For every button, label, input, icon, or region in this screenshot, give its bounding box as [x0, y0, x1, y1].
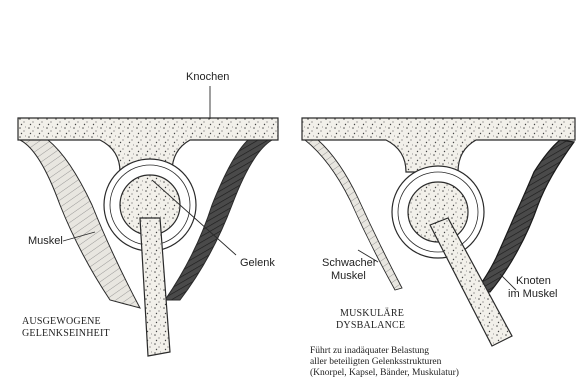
- label-joint: Gelenk: [240, 258, 275, 270]
- note-line-2: aller beteiligten Gelenksstrukturen: [310, 357, 441, 367]
- right-knotted-muscle: [476, 140, 574, 292]
- label-knot-2: im Muskel: [508, 289, 558, 301]
- caption-left-2: GELENKSEINHEIT: [22, 329, 110, 340]
- label-weak-muscle-1: Schwacher: [322, 258, 376, 270]
- label-weak-muscle-2: Muskel: [331, 271, 366, 283]
- label-knot-1: Knoten: [516, 276, 551, 288]
- note-line-1: Führt zu inadäquater Belastung: [310, 346, 429, 356]
- label-muscle: Muskel: [28, 236, 63, 248]
- label-bone: Knochen: [186, 72, 229, 84]
- caption-left-1: AUSGEWOGENE: [22, 317, 101, 328]
- note-line-3: (Knorpel, Kapsel, Bänder, Muskulatur): [310, 368, 459, 378]
- caption-right-1: MUSKULÄRE: [340, 309, 404, 320]
- caption-right-2: DYSBALANCE: [336, 321, 405, 332]
- right-bone-bar: [302, 118, 575, 172]
